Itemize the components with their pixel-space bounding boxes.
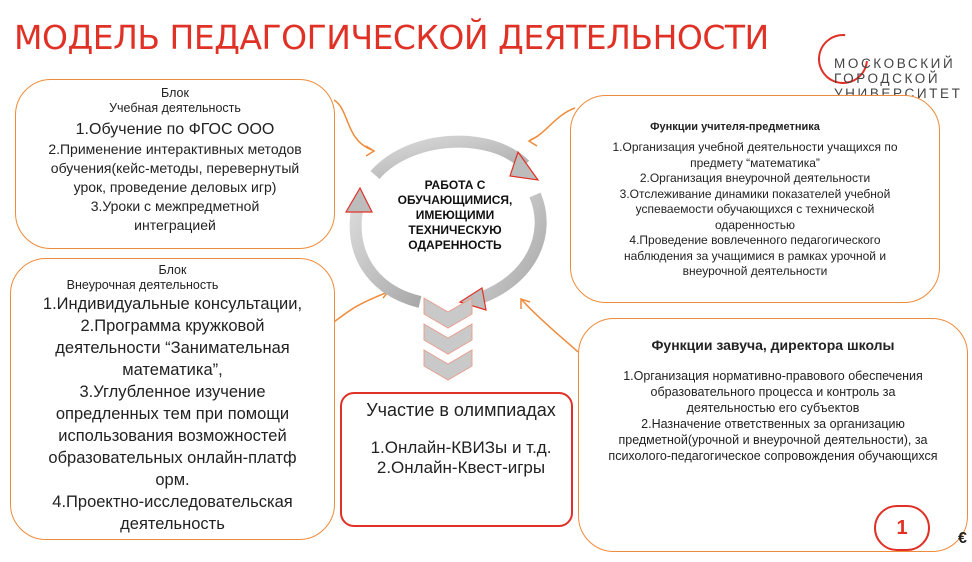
chevron-down-icon bbox=[423, 297, 473, 381]
connector-director bbox=[521, 299, 579, 353]
block-study: Блок Учебная деятельность 1.Обучение по … bbox=[15, 79, 335, 249]
connector-extra bbox=[329, 291, 389, 326]
logo-line: ГОРОДСКОЙ bbox=[834, 71, 941, 86]
olympiads-item: 2.Онлайн-Квест-игры bbox=[376, 458, 546, 477]
teacher-heading: Функции учителя-предметника bbox=[650, 121, 820, 133]
connector-study bbox=[333, 99, 373, 151]
block-study-subheading: Учебная деятельность bbox=[109, 101, 241, 115]
teacher-item: 1.Организация учебной деятельности учащи… bbox=[612, 140, 898, 170]
slide-title: МОДЕЛЬ ПЕДАГОГИЧЕСКОЙ ДЕЯТЕЛЬНОСТИ bbox=[14, 18, 769, 57]
page-number-badge: 1 bbox=[874, 505, 930, 551]
block-extra-item: 4.Проектно-исследовательская деятельност… bbox=[52, 493, 293, 533]
block-study-item: 2.Применение интерактивных методов обуче… bbox=[48, 141, 302, 195]
block-teacher-functions: Функции учителя-предметника 1.Организаци… bbox=[570, 95, 940, 303]
director-item: 1.Организация нормативно-правового обесп… bbox=[623, 369, 923, 415]
block-extra-subheading: Внеурочная деятельность bbox=[66, 278, 219, 292]
block-study-heading: Блок bbox=[161, 86, 189, 100]
block-extra-item: 1.Индивидуальные консультации, bbox=[42, 295, 303, 313]
block-extra-item: 3.Углубленное изучение опредленных тем п… bbox=[48, 383, 297, 489]
block-study-item: 1.Обучение по ФГОС ООО bbox=[75, 121, 275, 138]
center-goal: РАБОТА С ОБУЧАЮЩИМИСЯ, ИМЕЮЩИМИ ТЕХНИЧЕС… bbox=[397, 178, 513, 252]
director-heading: Функции завуча, директора школы bbox=[651, 337, 895, 353]
teacher-item: 2.Организация внеурочной деятельности bbox=[639, 171, 871, 185]
olympiads-items: 1.Онлайн-КВИЗы и т.д. 2.Онлайн-Квест-игр… bbox=[350, 438, 572, 478]
teacher-item: 4.Проведение вовлеченного педагогическог… bbox=[623, 233, 887, 278]
block-study-item: 3.Уроки с межпредметной интеграцией bbox=[90, 198, 260, 233]
director-item: 2.Назначение ответственных за организаци… bbox=[608, 417, 938, 463]
cycle-arrows-icon bbox=[344, 135, 547, 311]
olympiads-item: 1.Онлайн-КВИЗы и т.д. bbox=[370, 438, 552, 457]
block-extra-item: 2.Программа кружковой деятельности “Зани… bbox=[55, 317, 290, 379]
teacher-item: 3.Отслеживание динамики показателей учеб… bbox=[619, 186, 891, 232]
block-extracurricular: Блок Внеурочная деятельность 1.Индивидуа… bbox=[10, 258, 335, 540]
olympiads-title: Участие в олимпиадах bbox=[366, 400, 556, 420]
block-olympiads bbox=[340, 392, 573, 527]
block-extra-heading: Блок bbox=[158, 263, 187, 277]
logo-line: МОСКОВСКИЙ bbox=[834, 56, 956, 71]
edge-mark: € bbox=[958, 530, 967, 547]
